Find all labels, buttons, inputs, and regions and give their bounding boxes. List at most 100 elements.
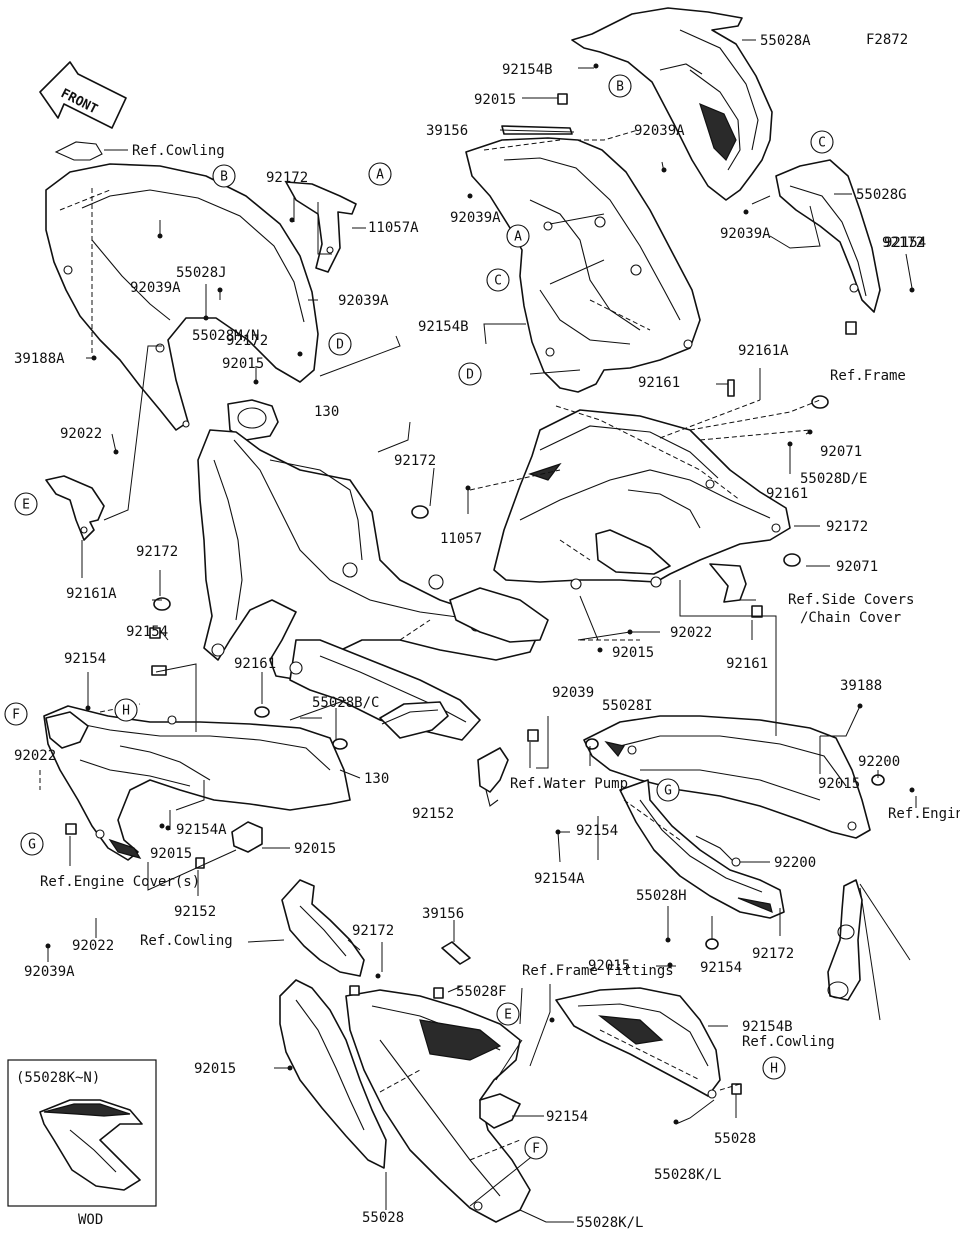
- part-label: 92022: [670, 625, 712, 641]
- part-labels: 55028A 92154B 92015 39156 92039A 55028G …: [14, 33, 960, 1231]
- part-label: 92022: [72, 938, 114, 954]
- part-label: 92015: [294, 841, 336, 857]
- callout-circle: B: [608, 74, 632, 98]
- hardware: [45, 63, 915, 1125]
- part-label: 92071: [836, 559, 878, 575]
- callout-circle: G: [20, 832, 44, 856]
- part-label: 92039A: [130, 280, 181, 296]
- part-label: 92154: [126, 624, 168, 640]
- part-label: 92015: [818, 776, 860, 792]
- part-label: 92039A: [720, 226, 771, 242]
- side-covers-bracket: [709, 563, 747, 603]
- part-label: 39156: [422, 906, 464, 922]
- part-label: 11057: [440, 531, 482, 547]
- part-label: Ref.Cowling: [132, 143, 225, 159]
- part-label: 92152: [174, 904, 216, 920]
- part-label: Ref.Cowling: [140, 933, 233, 949]
- callout-circle: D: [328, 332, 352, 356]
- svg-text:B: B: [220, 170, 228, 185]
- part-label: 92172: [136, 544, 178, 560]
- part-label: 92172: [882, 235, 924, 251]
- part-label: 55028K/L: [576, 1215, 643, 1231]
- part-label: 92154: [884, 235, 926, 251]
- callout-circle: H: [762, 1056, 786, 1080]
- part-label: 92022: [14, 748, 56, 764]
- part-label: 55028A: [760, 33, 811, 49]
- frame: [197, 399, 549, 741]
- part-label: 92015: [150, 846, 192, 862]
- part-label: 39156: [426, 123, 468, 139]
- bracket-55028g: [775, 159, 881, 313]
- part-label: 92015: [474, 92, 516, 108]
- svg-text:A: A: [376, 168, 384, 183]
- part-label: 55028M/N: [192, 328, 259, 344]
- inset-caption: WOD: [78, 1212, 103, 1228]
- side-cowl-55028kl: [345, 989, 531, 1223]
- part-label: 55028F: [456, 984, 507, 1000]
- side-cover-55028de: [493, 409, 791, 590]
- part-label: Ref.Engine Cover(s): [40, 874, 200, 890]
- frame-fittings: [827, 879, 863, 1001]
- part-label: 92172: [826, 519, 868, 535]
- part-label: Ref.Frame: [830, 368, 906, 384]
- svg-text:A: A: [514, 230, 522, 245]
- callout-circle: E: [496, 1002, 520, 1026]
- part-label: 55028B/C: [312, 695, 379, 711]
- part-label: Ref.Side Covers: [788, 592, 914, 608]
- bracket-55028f: [555, 987, 721, 1099]
- part-label: 55028K/L: [654, 1167, 721, 1183]
- callout-circle: B: [212, 164, 236, 188]
- part-label: 55028: [362, 1210, 404, 1226]
- svg-text:D: D: [466, 368, 474, 383]
- part-label: 39188A: [14, 351, 65, 367]
- part-label: 39188: [840, 678, 882, 694]
- cowling-bracket-lower: [281, 879, 365, 977]
- part-label: 92161: [234, 656, 276, 672]
- part-label: 92172: [752, 946, 794, 962]
- part-label: 55028: [714, 1131, 756, 1147]
- part-label: 92022: [60, 426, 102, 442]
- part-label: 92154B: [418, 319, 469, 335]
- inset-box: (55028K~N) WOD: [7, 1059, 157, 1228]
- part-label: 55028G: [856, 187, 907, 203]
- callout-circle: A: [368, 162, 392, 186]
- part-label: 11057A: [368, 220, 419, 236]
- part-label: 92161: [766, 486, 808, 502]
- part-label: 92039A: [24, 964, 75, 980]
- inset-title: (55028K~N): [16, 1070, 100, 1086]
- svg-text:G: G: [28, 838, 36, 853]
- part-label: Ref.Cowling: [742, 1034, 835, 1050]
- part-label: 92154: [700, 960, 742, 976]
- part-label: 92172: [394, 453, 436, 469]
- svg-text:G: G: [664, 784, 672, 799]
- part-label: 92039: [552, 685, 594, 701]
- side-cowl-55028j: [45, 141, 319, 431]
- part-label: 92154: [576, 823, 618, 839]
- water-pump-bracket: [477, 747, 509, 807]
- part-label: 92039A: [634, 123, 685, 139]
- callout-circle: E: [14, 492, 38, 516]
- part-label: 92015: [588, 958, 630, 974]
- svg-text:F: F: [12, 708, 20, 723]
- svg-text:H: H: [122, 704, 130, 719]
- svg-text:H: H: [770, 1062, 778, 1077]
- callout-circle: D: [458, 362, 482, 386]
- part-label: 92154A: [176, 822, 227, 838]
- part-label: 92154B: [502, 62, 553, 78]
- svg-text:E: E: [22, 498, 30, 513]
- part-label: 92161A: [66, 586, 117, 602]
- part-label: Ref.Water Pump: [510, 776, 628, 792]
- svg-text:E: E: [504, 1008, 512, 1023]
- lower-cowl-55028i: [583, 715, 871, 839]
- part-label: 55028J: [176, 265, 227, 281]
- part-label: 92152: [412, 806, 454, 822]
- part-label: 92172: [266, 170, 308, 186]
- part-label: 92200: [858, 754, 900, 770]
- part-label: 92154B: [742, 1019, 793, 1035]
- svg-text:C: C: [494, 274, 502, 289]
- svg-text:C: C: [818, 136, 826, 151]
- callouts: B C A B A C D D E F H G G E F H: [4, 74, 834, 1160]
- callout-circle: F: [524, 1136, 548, 1160]
- part-label: 92161: [726, 656, 768, 672]
